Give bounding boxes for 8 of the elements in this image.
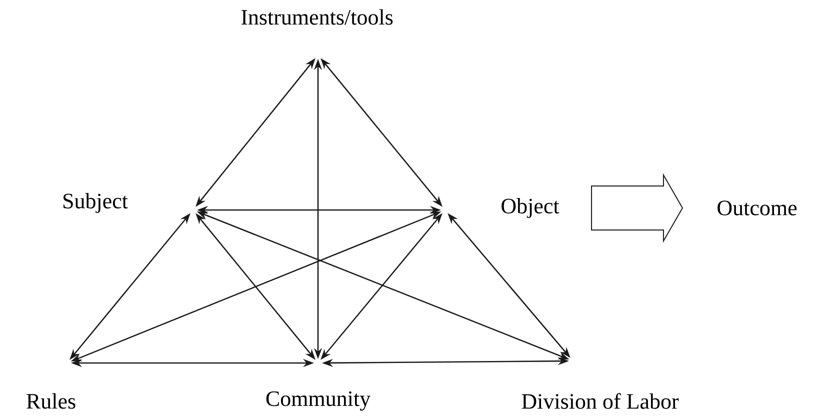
- term-label: Rules: [26, 393, 76, 409]
- term-label: Subject: [63, 193, 128, 213]
- block-arrow: [591, 173, 684, 243]
- term-label: Division of Labor: [522, 393, 679, 409]
- term-label: Instruments/tools: [241, 9, 393, 25]
- term-label: Object: [502, 198, 560, 218]
- term-label: Community: [266, 391, 370, 411]
- term-label: Outcome: [718, 200, 797, 216]
